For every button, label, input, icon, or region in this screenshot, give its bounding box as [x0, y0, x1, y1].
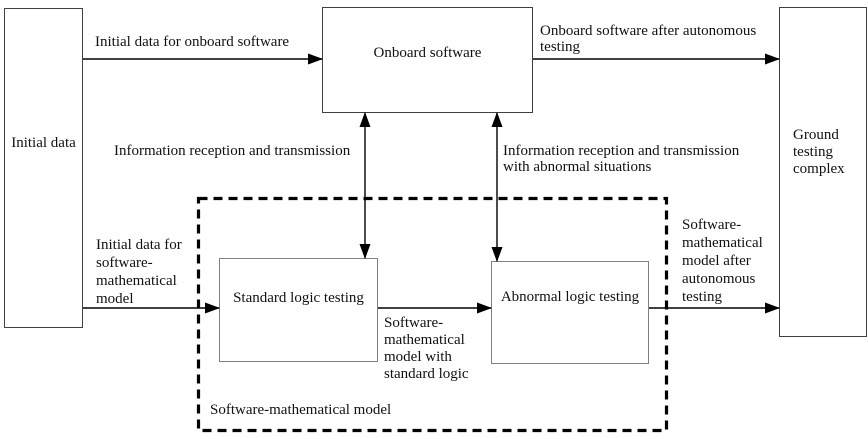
- label-software-mathematical-model-after-autonomous-testing: Software- mathematical model after auton…: [682, 217, 763, 305]
- initial-data-box-label: Initial data: [11, 135, 76, 151]
- label-onboard-software-after-autonomous-testing: Onboard software after autonomous testin…: [540, 23, 757, 55]
- standard-logic-testing-box-label: Standard logic testing: [233, 289, 364, 306]
- onboard-software-box-label: Onboard software: [373, 44, 482, 61]
- label-software-mathematical-model-container: Software-mathematical model: [210, 402, 392, 418]
- ground-testing-complex-box-label: Ground testing complex: [793, 127, 845, 177]
- label-software-mathematical-model-with-standard-logic: Software- mathematical model with standa…: [384, 315, 469, 382]
- ground-testing-complex-box: Ground testing complex: [779, 7, 867, 337]
- label-initial-data-for-onboard-software: Initial data for onboard software: [95, 34, 290, 50]
- initial-data-box: Initial data: [4, 8, 83, 328]
- label-information-reception-abnormal-situations: Information reception and transmission w…: [503, 143, 740, 175]
- label-initial-data-for-software-mathematical-model: Initial data for software- mathematical …: [96, 237, 182, 307]
- abnormal-logic-testing-box-label: Abnormal logic testing: [500, 289, 640, 305]
- onboard-software-box: Onboard software: [322, 7, 533, 113]
- standard-logic-testing-box: Standard logic testing: [219, 258, 378, 362]
- label-information-reception-and-transmission: Information reception and transmission: [114, 143, 351, 159]
- abnormal-logic-testing-box: Abnormal logic testing: [491, 261, 649, 364]
